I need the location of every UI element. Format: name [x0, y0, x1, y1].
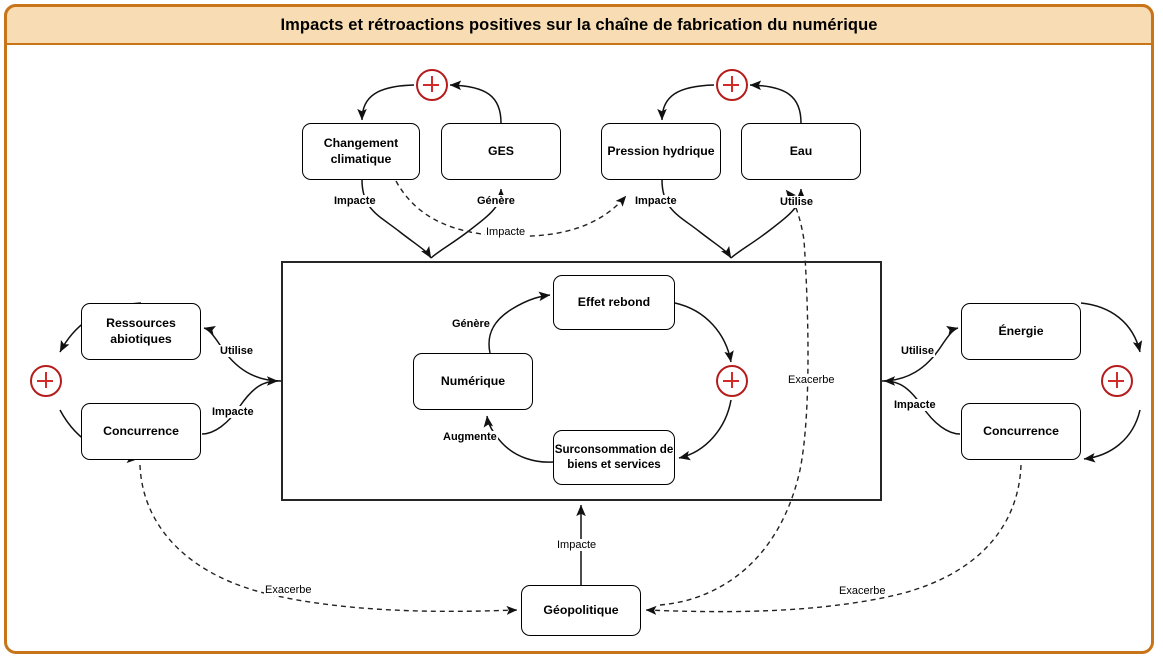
node-label: Changement climatique — [323, 136, 399, 166]
edge-effet-to-plus-center — [674, 302, 734, 363]
plus-feedback-center-icon — [716, 365, 748, 397]
edge-label-ressources-utilise: Utilise — [219, 345, 255, 357]
edge-plus-to-changement — [357, 84, 415, 121]
plus-feedback-top-left-icon — [416, 69, 448, 101]
edge-dashed-cc-to-pression — [395, 180, 627, 237]
node-eau[interactable]: Eau — [741, 123, 861, 180]
plus-feedback-top-right-icon — [716, 69, 748, 101]
edge-label-concurrence-gauche-impacte: Impacte — [211, 406, 255, 418]
node-label: Énergie — [998, 323, 1044, 338]
node-label: Concurrence — [983, 423, 1059, 438]
node-ressources-abiotiques[interactable]: Ressources abiotiques — [81, 303, 201, 360]
node-label: Numérique — [440, 373, 506, 388]
edge-changement-impacte — [361, 179, 432, 259]
node-label: Pression hydrique — [607, 143, 715, 158]
edge-pression-impacte — [661, 179, 732, 259]
node-label: Ressources abiotiques — [106, 316, 176, 346]
plus-feedback-left-icon — [30, 365, 62, 397]
edge-dashed-concurrence-right-exacerbe — [645, 464, 1022, 615]
node-label: Effet rebond — [577, 294, 651, 309]
node-effet-rebond[interactable]: Effet rebond — [553, 275, 675, 330]
edge-label-changement-impacte: Impacte — [333, 195, 377, 207]
edge-label-energie-utilise: Utilise — [900, 345, 936, 357]
edge-label-exacerbe-centre: Exacerbe — [787, 374, 836, 386]
edge-numerique-genere-effet — [488, 291, 551, 354]
plus-feedback-right-icon — [1101, 365, 1133, 397]
node-label: Concurrence — [103, 423, 179, 438]
edge-surconso-augmente-numerique — [483, 415, 554, 463]
edge-plus-right-to-concurrence — [1083, 409, 1141, 463]
node-pression-hydrique[interactable]: Pression hydrique — [601, 123, 721, 180]
edge-label-exacerbe-droite: Exacerbe — [838, 585, 887, 597]
node-label: Géopolitique — [543, 602, 619, 617]
node-energie[interactable]: Énergie — [961, 303, 1081, 360]
node-changement-climatique[interactable]: Changement climatique — [302, 123, 420, 180]
node-label: Eau — [789, 143, 813, 158]
edge-label-numerique-genere: Génère — [451, 318, 491, 330]
edge-label-surconsommation-augmente: Augmente — [442, 431, 498, 443]
edge-plus-center-to-surconso — [678, 399, 732, 461]
node-numerique[interactable]: Numérique — [413, 353, 533, 410]
edge-dashed-geopolitique-exacerbe-center — [659, 189, 809, 606]
node-concurrence-gauche[interactable]: Concurrence — [81, 403, 201, 460]
edge-utilise-energie — [880, 326, 959, 382]
numerique-system-container — [281, 261, 882, 501]
edge-eau-to-plus — [749, 80, 802, 124]
edge-energie-to-plus-right — [1080, 302, 1143, 353]
node-concurrence-droite[interactable]: Concurrence — [961, 403, 1081, 460]
edge-ges-to-plus — [449, 80, 502, 124]
edge-plus-to-pression — [657, 84, 715, 121]
edge-label-pression-impacte: Impacte — [634, 195, 678, 207]
edge-dashed-concurrence-left-exacerbe — [139, 464, 518, 615]
edge-label-geopolitique-impacte: Impacte — [556, 539, 598, 551]
node-ges[interactable]: GES — [441, 123, 561, 180]
edge-label-ges-genere: Génère — [476, 195, 516, 207]
edge-label-cc-to-pression-impacte: Impacte — [485, 226, 527, 238]
node-label: GES — [488, 143, 514, 158]
node-surconsommation[interactable]: Surconsommation de biens et services — [553, 430, 675, 485]
node-geopolitique[interactable]: Géopolitique — [521, 585, 641, 636]
edge-label-eau-utilise: Utilise — [779, 196, 815, 208]
edge-label-exacerbe-gauche: Exacerbe — [264, 584, 313, 596]
node-label: Surconsommation de biens et services — [554, 443, 674, 471]
edge-label-concurrence-droite-impacte: Impacte — [893, 399, 937, 411]
title-bar: Impacts et rétroactions positives sur la… — [4, 4, 1154, 45]
page-title: Impacts et rétroactions positives sur la… — [280, 15, 878, 34]
